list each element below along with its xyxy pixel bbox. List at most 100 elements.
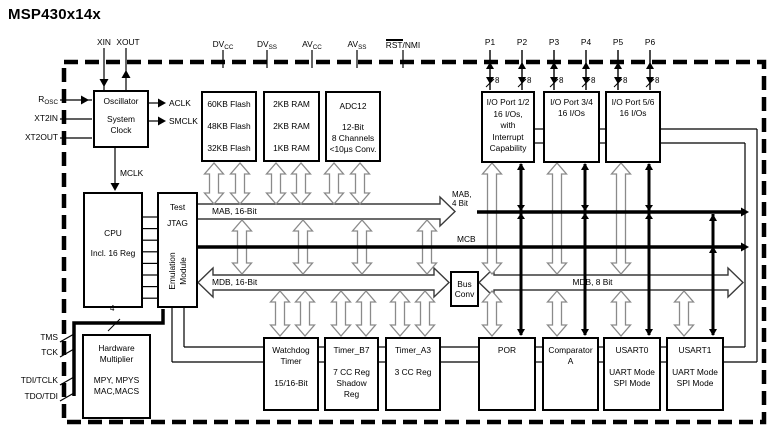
usart0-line: SPI Mode xyxy=(613,378,651,388)
test-jtag-line: Test xyxy=(169,202,186,212)
bus-label-mcb: MCB xyxy=(457,234,476,244)
port12-line: Capability xyxy=(489,143,527,153)
pin-label-tck: TCK xyxy=(41,347,58,357)
pin-label-tdo-tdi: TDO/TDI xyxy=(24,391,59,401)
pin-rst-overline: RST xyxy=(385,39,403,50)
pin-label-p5: P5 xyxy=(612,37,624,47)
timera-line: 3 CC Reg xyxy=(394,367,432,377)
pin-arrowheads xyxy=(81,62,654,191)
pin-label-avss: AVSS xyxy=(337,39,377,51)
port56-line: I/O Port 5/6 xyxy=(611,97,655,107)
bus-width-8-p6: 8 xyxy=(655,76,660,85)
oscillator-line: System xyxy=(107,114,135,124)
block-io-port12: I/O Port 1/2 16 I/Os, with Interrupt Cap… xyxy=(481,91,535,163)
signal-lines xyxy=(59,48,758,402)
pin-label-xt2in: XT2IN xyxy=(34,113,58,123)
bus-label-mdb8: MDB, 8 Bit xyxy=(572,277,613,287)
flash-line: 32KB Flash xyxy=(207,143,251,154)
adc-line: ADC12 xyxy=(339,101,367,111)
timerb-line: 7 CC Reg xyxy=(333,367,370,377)
cpu-line: CPU xyxy=(104,227,122,238)
bus-width-4-jtag: 4 xyxy=(110,304,115,313)
signal-label-mclk: MCLK xyxy=(120,168,144,178)
por-line: POR xyxy=(497,345,517,355)
busconv-line: Bus xyxy=(457,278,472,289)
adc-line: 12-Bit xyxy=(342,122,364,132)
thick-buses xyxy=(72,163,749,396)
usart1-line: UART Mode xyxy=(672,367,718,377)
pin-label-dvss: DVSS xyxy=(247,39,287,51)
bus-width-8-p2: 8 xyxy=(527,76,532,85)
ram-line: 2KB RAM xyxy=(273,120,310,131)
comparator-line: A xyxy=(567,356,574,366)
pin-avss-sub: SS xyxy=(358,44,367,51)
pin-label-p1: P1 xyxy=(484,37,496,47)
block-adc12: ADC12 12-Bit 8 Channels <10µs Conv. xyxy=(325,91,381,162)
flash-line: 48KB Flash xyxy=(207,120,251,131)
bus-width-8-p5: 8 xyxy=(623,76,628,85)
pin-label-p4: P4 xyxy=(580,37,592,47)
pin-rosc-sub: OSC xyxy=(44,99,58,106)
comparator-line: Comparator xyxy=(548,345,593,355)
bus-label-mab16: MAB, 16-Bit xyxy=(212,206,257,216)
block-timer-a3: Timer_A3 3 CC Reg xyxy=(385,337,441,411)
ram-line: 2KB RAM xyxy=(273,98,310,109)
bus-bands xyxy=(196,195,745,299)
timerb-line: Timer_B7 xyxy=(333,345,370,355)
port12-line: I/O Port 1/2 xyxy=(486,97,530,107)
usart1-line: SPI Mode xyxy=(676,378,714,388)
bus-width-8-p4: 8 xyxy=(591,76,596,85)
block-io-port34: I/O Port 3/4 16 I/Os xyxy=(543,91,600,163)
adc-line: <10µs Conv. xyxy=(329,144,377,154)
pin-label-p2: P2 xyxy=(516,37,528,47)
port56-line: 16 I/Os xyxy=(619,108,647,118)
pin-dvss-sub: SS xyxy=(268,44,278,51)
watchdog-line: Timer xyxy=(280,356,302,366)
cpu-line: Incl. 16 Reg xyxy=(90,247,136,258)
pin-nmi-rest: /NMI xyxy=(402,40,421,50)
port12-line: with xyxy=(500,120,516,130)
watchdog-line: 15/16-Bit xyxy=(274,378,308,388)
pin-dvcc-sub: CC xyxy=(224,44,234,51)
adc-line: 8 Channels xyxy=(331,133,375,143)
block-io-port56: I/O Port 5/6 16 I/Os xyxy=(605,91,661,163)
pin-avss-base: AV xyxy=(347,39,359,49)
port12-line: Interrupt xyxy=(492,131,524,142)
emulation-line: Module xyxy=(177,257,188,285)
block-comparator-a: Comparator A xyxy=(542,337,599,411)
bus-label-mab4-line2: 4 Bit xyxy=(452,199,469,208)
pin-label-tms: TMS xyxy=(40,332,58,342)
pin-dvcc-base: DV xyxy=(212,39,225,49)
block-oscillator: Oscillator System Clock xyxy=(93,90,149,148)
block-hardware-multiplier: Hardware Multiplier MPY, MPYS MAC,MACS xyxy=(82,334,151,419)
bus-width-8-p1: 8 xyxy=(495,76,500,85)
block-usart0: USART0 UART Mode SPI Mode xyxy=(603,337,661,411)
oscillator-line: Clock xyxy=(110,125,132,135)
block-timer-b7: Timer_B7 7 CC Reg Shadow Reg xyxy=(324,337,379,411)
flash-line: 60KB Flash xyxy=(207,98,251,109)
block-emulation-module: Emulation Module xyxy=(167,236,189,306)
block-usart1: USART1 UART Mode SPI Mode xyxy=(666,337,724,411)
pin-label-rosc: ROSC xyxy=(16,94,58,106)
signal-label-aclk: ACLK xyxy=(169,98,191,108)
pin-label-dvcc: DVCC xyxy=(203,39,243,51)
page-title: MSP430x14x xyxy=(8,6,101,23)
pin-avcc-base: AV xyxy=(302,39,313,49)
block-cpu: CPU Incl. 16 Reg xyxy=(83,192,143,308)
test-jtag-line: JTAG xyxy=(167,218,188,228)
port34-line: I/O Port 3/4 xyxy=(550,97,593,107)
timera-line: Timer_A3 xyxy=(395,345,431,355)
port34-line: 16 I/Os xyxy=(558,108,585,118)
pin-label-p6: P6 xyxy=(644,37,656,47)
bus-label-mab4-line1: MAB, xyxy=(452,190,472,199)
pin-label-xt2out: XT2OUT xyxy=(24,132,58,142)
pin-label-xout: XOUT xyxy=(116,37,140,47)
bus-label-mdb16: MDB, 16-Bit xyxy=(212,277,258,287)
pin-avcc-sub: CC xyxy=(312,44,322,51)
block-ram: 2KB RAM 2KB RAM 1KB RAM xyxy=(263,91,320,162)
usart0-line: UART Mode xyxy=(609,367,655,377)
pin-dvss-base: DV xyxy=(256,39,269,49)
hwmult-line: MPY, MPYS xyxy=(93,375,140,385)
ram-line: 1KB RAM xyxy=(273,143,310,154)
